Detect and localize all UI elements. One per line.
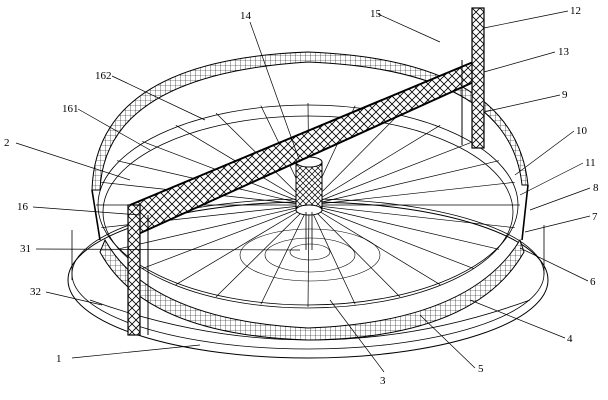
spoke bbox=[308, 141, 474, 206]
leader-line bbox=[519, 247, 589, 282]
callout-12: 12 bbox=[570, 5, 581, 17]
spoke bbox=[142, 204, 310, 269]
leader-line bbox=[77, 108, 151, 151]
callout-16: 16 bbox=[17, 201, 29, 213]
callout-13: 13 bbox=[558, 46, 570, 58]
leader-line bbox=[329, 299, 385, 373]
spoke bbox=[308, 204, 474, 269]
left-tower bbox=[127, 204, 149, 336]
leader-lines bbox=[15, 10, 591, 373]
spoke bbox=[308, 125, 441, 206]
spoke bbox=[308, 204, 515, 229]
callout-31: 31 bbox=[20, 243, 31, 255]
spoke bbox=[308, 204, 356, 305]
leader-line bbox=[71, 344, 201, 359]
leader-line bbox=[514, 130, 575, 176]
callout-7: 7 bbox=[592, 211, 598, 223]
callout-15: 15 bbox=[370, 8, 382, 20]
leader-line bbox=[483, 10, 569, 29]
callout-labels: 1 2 3 4 5 6 7 8 9 10 11 12 13 14 15 16 3… bbox=[4, 5, 599, 387]
callout-32: 32 bbox=[30, 286, 41, 298]
callout-1: 1 bbox=[56, 353, 62, 365]
leader-line bbox=[32, 206, 141, 216]
leader-line bbox=[15, 142, 131, 181]
inner-circles bbox=[239, 228, 381, 282]
leader-line bbox=[483, 51, 556, 73]
leader-line bbox=[249, 21, 301, 163]
callout-6: 6 bbox=[590, 276, 596, 288]
leader-line bbox=[111, 75, 206, 121]
leader-line bbox=[469, 299, 566, 339]
spoke bbox=[307, 204, 310, 308]
spoke bbox=[308, 204, 401, 298]
spoke bbox=[260, 204, 310, 305]
leader-line bbox=[483, 94, 561, 113]
spoke bbox=[215, 204, 310, 298]
callout-5: 5 bbox=[478, 363, 484, 375]
callout-9: 9 bbox=[562, 89, 568, 101]
leader-line bbox=[45, 291, 103, 306]
callout-162: 162 bbox=[95, 70, 112, 82]
callout-2: 2 bbox=[4, 137, 10, 149]
central-hub bbox=[295, 156, 323, 250]
outer-ring bbox=[91, 51, 529, 341]
leader-line bbox=[519, 162, 584, 196]
callout-10: 10 bbox=[576, 125, 588, 137]
spoke bbox=[308, 204, 500, 250]
leader-line bbox=[419, 314, 476, 369]
spoke bbox=[116, 204, 310, 250]
callout-4: 4 bbox=[567, 333, 573, 345]
spoke bbox=[308, 112, 401, 206]
leader-line bbox=[529, 187, 591, 211]
spokes bbox=[96, 102, 520, 308]
leader-line bbox=[524, 215, 591, 233]
spoke bbox=[308, 204, 441, 285]
spoke bbox=[308, 160, 500, 206]
leader-line bbox=[377, 13, 441, 43]
callout-11: 11 bbox=[585, 157, 596, 169]
spoke bbox=[308, 181, 515, 206]
callout-161: 161 bbox=[62, 103, 79, 115]
spoke bbox=[175, 204, 310, 286]
callout-14: 14 bbox=[240, 10, 252, 22]
callout-3: 3 bbox=[380, 375, 386, 387]
right-tower bbox=[461, 7, 485, 149]
callout-8: 8 bbox=[593, 182, 599, 194]
leader-line bbox=[35, 248, 301, 251]
